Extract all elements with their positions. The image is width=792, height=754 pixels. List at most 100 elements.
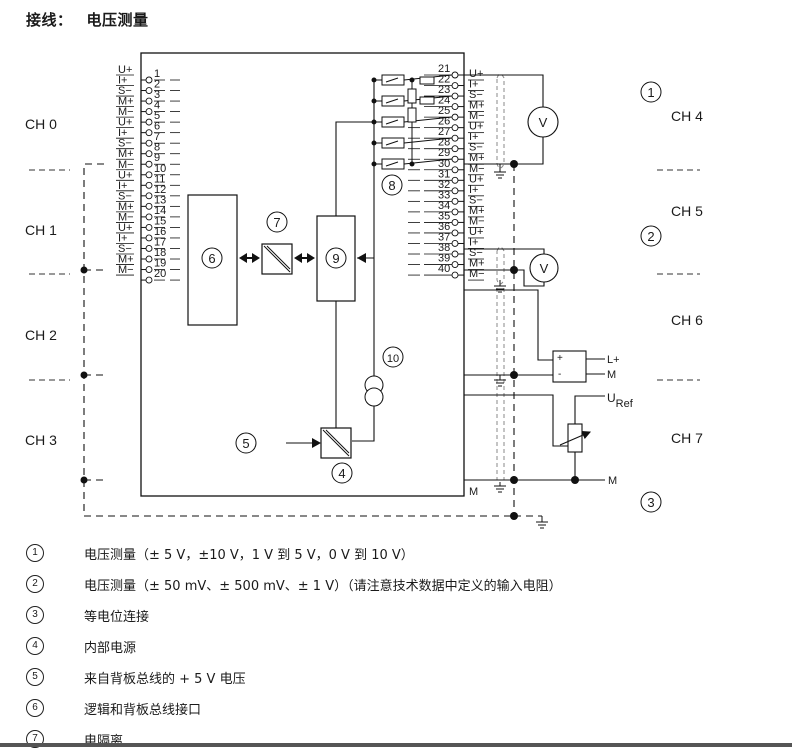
signal-label: M+ xyxy=(118,201,134,213)
pin-number: 31 xyxy=(438,168,450,180)
resistor-icon xyxy=(407,107,417,123)
signal-label: I+ xyxy=(118,232,127,244)
badge-8-circle xyxy=(381,174,403,196)
terminal-pin-17[interactable]: I+ 17 xyxy=(116,232,180,252)
pin-number: 2 xyxy=(154,79,160,91)
cable-shields xyxy=(496,73,505,480)
badge-8: 8 xyxy=(388,178,395,193)
pin-number: 17 xyxy=(154,236,166,248)
signal-label: S− xyxy=(118,190,132,202)
terminal-screw-icon xyxy=(451,166,459,174)
terminal-pin-19[interactable]: M+19 xyxy=(116,254,180,273)
signal-label: S− xyxy=(469,142,483,154)
pin-number: 39 xyxy=(438,253,450,265)
pin-number: 32 xyxy=(438,179,450,191)
terminal-pin-8[interactable]: S−8 xyxy=(116,138,180,158)
pin-number: 30 xyxy=(438,158,450,170)
signal-label: U+ xyxy=(118,169,132,181)
terminal-screw-icon xyxy=(451,92,459,100)
signal-label: I+ xyxy=(469,131,478,143)
terminal-pin-12[interactable]: I+12 xyxy=(116,180,180,200)
terminal-pin-13[interactable]: S−13 xyxy=(116,190,180,210)
pin-number: 23 xyxy=(438,84,450,96)
terminal-screw-icon xyxy=(451,261,459,268)
bidirectional-arrow-icon xyxy=(239,253,260,263)
terminal-pin-1[interactable]: U+1 xyxy=(116,64,180,84)
terminal-pin-3[interactable]: S−3 xyxy=(116,85,180,105)
badge-2-circle xyxy=(640,225,662,247)
terminal-pin-6[interactable]: U+6 xyxy=(116,117,180,137)
terminal-screw-icon xyxy=(145,160,153,168)
legend-badge: 5 xyxy=(26,668,44,686)
terminal-screw-icon xyxy=(451,176,459,184)
signal-label: M+ xyxy=(469,100,485,112)
signal-label: M+ xyxy=(118,96,134,108)
terminal-pin-15[interactable]: M−15 xyxy=(116,211,180,231)
terminal-pin-20[interactable]: M−20 xyxy=(116,264,180,284)
signal-label: S− xyxy=(118,85,132,97)
terminal-pin-4[interactable]: M+ 4 xyxy=(116,96,180,116)
junction-dot xyxy=(510,160,518,168)
legend-text: 电压测量（± 50 mV、± 500 mV、± 1 V）（请注意技术数据中定义的… xyxy=(84,579,562,594)
signal-label: M− xyxy=(118,106,134,118)
signal-label: U+ xyxy=(118,117,132,129)
badge-4: 4 xyxy=(338,466,345,481)
terminal-screw-icon xyxy=(145,192,153,200)
badge-5-circle xyxy=(235,432,257,454)
terminal-pin-7[interactable]: I+7 xyxy=(116,127,180,147)
terminal-screw-icon xyxy=(145,276,153,284)
terminal-pin-9[interactable]: M+9 xyxy=(116,148,180,168)
pin-number: 21 xyxy=(438,63,450,75)
pin-number: 26 xyxy=(438,116,450,128)
pin-number: 16 xyxy=(154,226,166,238)
terminal-screw-icon xyxy=(145,118,153,126)
shield-ground-icons xyxy=(494,164,506,493)
legend-badge: 3 xyxy=(26,606,44,624)
terminal-pin-18[interactable]: S−18 xyxy=(116,243,180,263)
terminal-screw-icon xyxy=(145,202,153,210)
terminal-pin-16[interactable]: U+16 xyxy=(116,222,180,242)
ground-icon xyxy=(514,515,548,529)
pin-number: 34 xyxy=(438,200,450,212)
transducer-plus: + xyxy=(557,353,563,364)
terminal-pin-11[interactable]: U+11 xyxy=(116,169,180,189)
pin-number: 14 xyxy=(154,205,166,217)
pin-number: 8 xyxy=(154,142,160,154)
voltmeter-2 xyxy=(529,253,559,283)
uref-label: URef xyxy=(607,391,634,410)
signal-label: I+ xyxy=(118,127,127,139)
terminal-screw-icon xyxy=(145,139,153,147)
terminal-pin-2[interactable]: I+2 xyxy=(116,75,180,94)
arrow-left-icon xyxy=(357,253,366,263)
terminal-pin-10[interactable]: M−10 xyxy=(116,159,180,179)
channel-label-ch6: CH 6 xyxy=(671,312,703,328)
pin-number: 4 xyxy=(154,100,160,112)
terminal-screw-icon xyxy=(145,171,153,179)
terminal-pin-5[interactable]: M−5 xyxy=(116,106,180,126)
voltmeter-1 xyxy=(527,106,559,138)
terminal-screw-icon xyxy=(145,97,153,105)
channel-label-ch3: CH 3 xyxy=(25,432,57,448)
terminal-screw-icon xyxy=(145,150,153,158)
pin-number: 9 xyxy=(154,152,160,164)
terminal-screw-icon xyxy=(451,187,459,195)
pin-number: 18 xyxy=(154,247,166,259)
signal-label: I+ xyxy=(469,236,478,248)
wiring-diagram: U+1I+2S−3M+4M−5U+6I+7S−8M+9M−10U+11I+12S… xyxy=(25,52,703,529)
terminal-pin-14[interactable]: M+ 14 xyxy=(116,201,180,221)
badge-10: 10 xyxy=(387,353,399,365)
